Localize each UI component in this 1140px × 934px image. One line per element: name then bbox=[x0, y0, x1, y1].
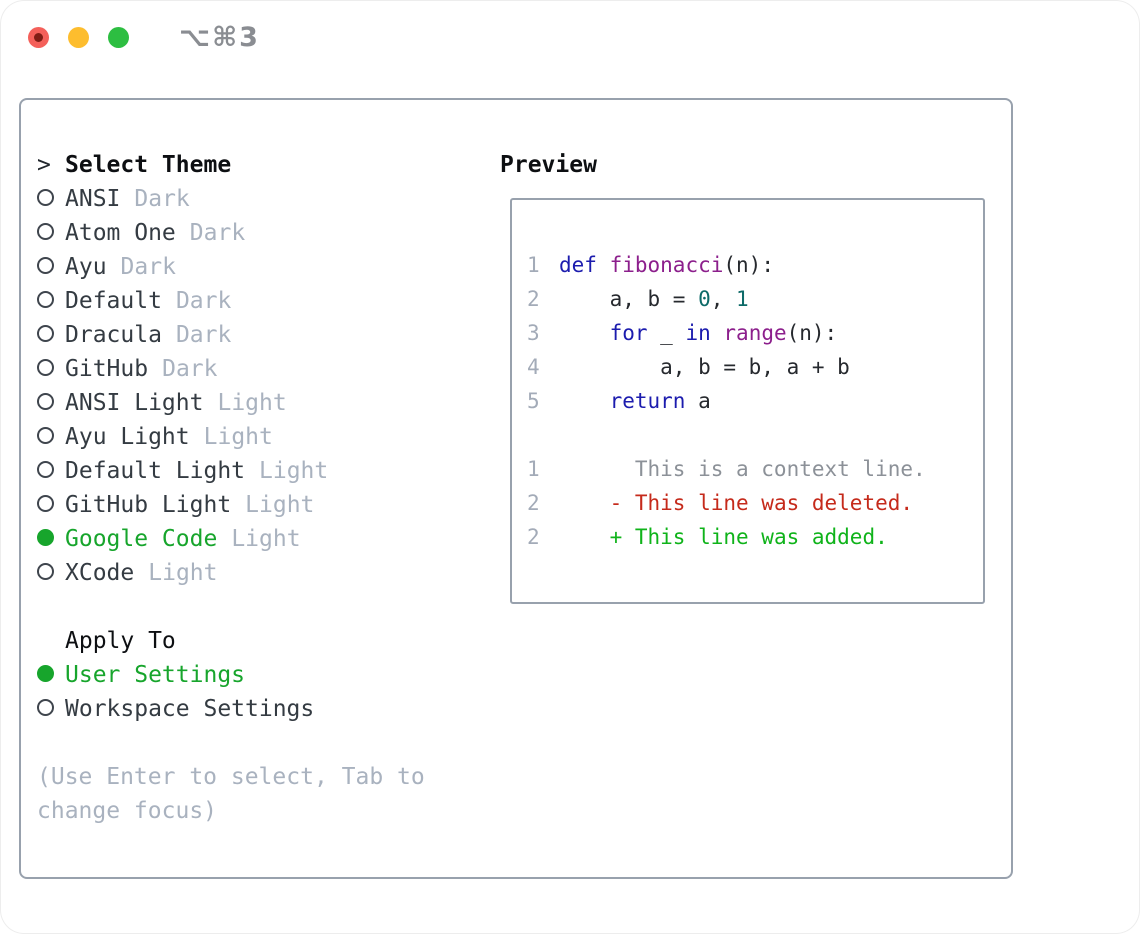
theme-name-label: GitHub bbox=[65, 356, 149, 382]
theme-list: ANSI Dark Atom One Dark Ayu Dark Default… bbox=[37, 182, 477, 590]
theme-variant-label: Dark bbox=[189, 220, 246, 246]
line-number: 3 bbox=[527, 321, 540, 345]
apply-to-option-label: Workspace Settings bbox=[65, 696, 315, 722]
window-title: ⌥⌘3 bbox=[179, 21, 260, 53]
apply-to-option[interactable]: User Settings bbox=[37, 658, 477, 692]
theme-list-item[interactable]: Ayu Dark bbox=[37, 250, 477, 284]
theme-variant-label: Light bbox=[245, 492, 315, 518]
radio-circle-icon bbox=[37, 461, 54, 478]
theme-list-item[interactable]: GitHub Light Light bbox=[37, 488, 477, 522]
apply-to-option[interactable]: Workspace Settings bbox=[37, 692, 477, 726]
apply-to-option-label: User Settings bbox=[65, 662, 246, 688]
radio-circle-icon bbox=[37, 223, 54, 240]
theme-variant-label: Light bbox=[217, 390, 287, 416]
line-number: 1 bbox=[527, 457, 540, 481]
traffic-light-close-button[interactable] bbox=[28, 26, 49, 48]
preview-code-line: 4 a, b = b, a + b bbox=[527, 350, 983, 384]
preview-code-line: 5 return a bbox=[527, 384, 983, 418]
apply-to-list: User Settings Workspace Settings bbox=[37, 658, 477, 726]
preview-code-line: 2 - This line was deleted. bbox=[527, 486, 983, 520]
spacer bbox=[37, 590, 477, 624]
theme-name-label: ANSI Light bbox=[65, 390, 204, 416]
radio-circle-icon bbox=[37, 427, 54, 444]
theme-list-item[interactable]: Default Light Light bbox=[37, 454, 477, 488]
theme-name-label: Default Light bbox=[65, 458, 246, 484]
theme-list-item[interactable]: Default Dark bbox=[37, 284, 477, 318]
select-theme-header-row: > Select Theme bbox=[37, 148, 477, 182]
theme-variant-label: Dark bbox=[120, 254, 176, 280]
hint-line-1: (Use Enter to select, Tab to bbox=[37, 764, 425, 790]
theme-variant-label: Dark bbox=[175, 322, 232, 348]
preview-code-line bbox=[527, 418, 983, 452]
radio-circle-icon bbox=[37, 325, 54, 342]
theme-list-item[interactable]: Atom One Dark bbox=[37, 216, 477, 250]
theme-variant-label: Light bbox=[259, 458, 329, 484]
radio-circle-icon bbox=[37, 495, 54, 512]
theme-name-label: Ayu Light bbox=[65, 424, 190, 450]
theme-variant-label: Light bbox=[148, 560, 218, 586]
theme-name-label: Google Code bbox=[65, 526, 218, 552]
apply-to-header: Apply To bbox=[65, 628, 176, 654]
traffic-light-zoom-button[interactable] bbox=[108, 26, 129, 48]
preview-pane: 1 def fibonacci(n): 2 a, b = 0, 1 3 for … bbox=[510, 198, 985, 604]
radio-circle-icon bbox=[37, 257, 54, 274]
preview-code-line: 2 a, b = 0, 1 bbox=[527, 282, 983, 316]
preview-code-line: 2 + This line was added. bbox=[527, 520, 983, 554]
hint-line-2: change focus) bbox=[37, 798, 218, 824]
theme-list-item[interactable]: ANSI Dark bbox=[37, 182, 477, 216]
theme-list-item[interactable]: GitHub Dark bbox=[37, 352, 477, 386]
theme-list-item[interactable]: Google Code Light bbox=[37, 522, 477, 556]
theme-name-label: Ayu bbox=[65, 254, 107, 280]
line-number: 1 bbox=[527, 253, 540, 277]
radio-circle-icon bbox=[37, 189, 54, 206]
theme-variant-label: Light bbox=[203, 424, 273, 450]
focus-prompt-icon: > bbox=[37, 152, 51, 178]
radio-circle-icon bbox=[37, 359, 54, 376]
theme-name-label: ANSI bbox=[65, 186, 121, 212]
theme-list-item[interactable]: Ayu Light Light bbox=[37, 420, 477, 454]
line-number: 5 bbox=[527, 389, 540, 413]
theme-variant-label: Dark bbox=[134, 186, 190, 212]
theme-name-label: Default bbox=[65, 288, 162, 314]
preview-header: Preview bbox=[500, 152, 597, 178]
titlebar: ⌥⌘3 bbox=[28, 16, 260, 58]
spacer bbox=[37, 726, 477, 760]
theme-name-label: Dracula bbox=[65, 322, 162, 348]
preview-code-line: 3 for _ in range(n): bbox=[527, 316, 983, 350]
theme-list-item[interactable]: ANSI Light Light bbox=[37, 386, 477, 420]
apply-to-header-row: Apply To bbox=[37, 624, 477, 658]
line-number: 2 bbox=[527, 287, 540, 311]
theme-list-item[interactable]: XCode Light bbox=[37, 556, 477, 590]
radio-circle-icon bbox=[37, 665, 54, 682]
radio-circle-icon bbox=[37, 291, 54, 308]
line-number: 2 bbox=[527, 491, 540, 515]
preview-code-line: 1 def fibonacci(n): bbox=[527, 248, 983, 282]
radio-circle-icon bbox=[37, 699, 54, 716]
theme-variant-label: Light bbox=[231, 526, 301, 552]
select-theme-header: Select Theme bbox=[65, 152, 232, 178]
preview-code-line: 1 This is a context line. bbox=[527, 452, 983, 486]
theme-name-label: XCode bbox=[65, 560, 135, 586]
theme-name-label: Atom One bbox=[65, 220, 176, 246]
line-number: 2 bbox=[527, 525, 540, 549]
theme-variant-label: Dark bbox=[162, 356, 218, 382]
radio-circle-icon bbox=[37, 563, 54, 580]
close-dot-icon bbox=[34, 32, 43, 42]
theme-list-item[interactable]: Dracula Dark bbox=[37, 318, 477, 352]
theme-variant-label: Dark bbox=[175, 288, 232, 314]
radio-circle-icon bbox=[37, 393, 54, 410]
theme-panel: > Select Theme ANSI Dark Atom One Dark A… bbox=[37, 148, 477, 828]
theme-name-label: GitHub Light bbox=[65, 492, 232, 518]
radio-circle-icon bbox=[37, 529, 54, 546]
traffic-light-minimize-button[interactable] bbox=[68, 26, 89, 48]
line-number: 4 bbox=[527, 355, 540, 379]
